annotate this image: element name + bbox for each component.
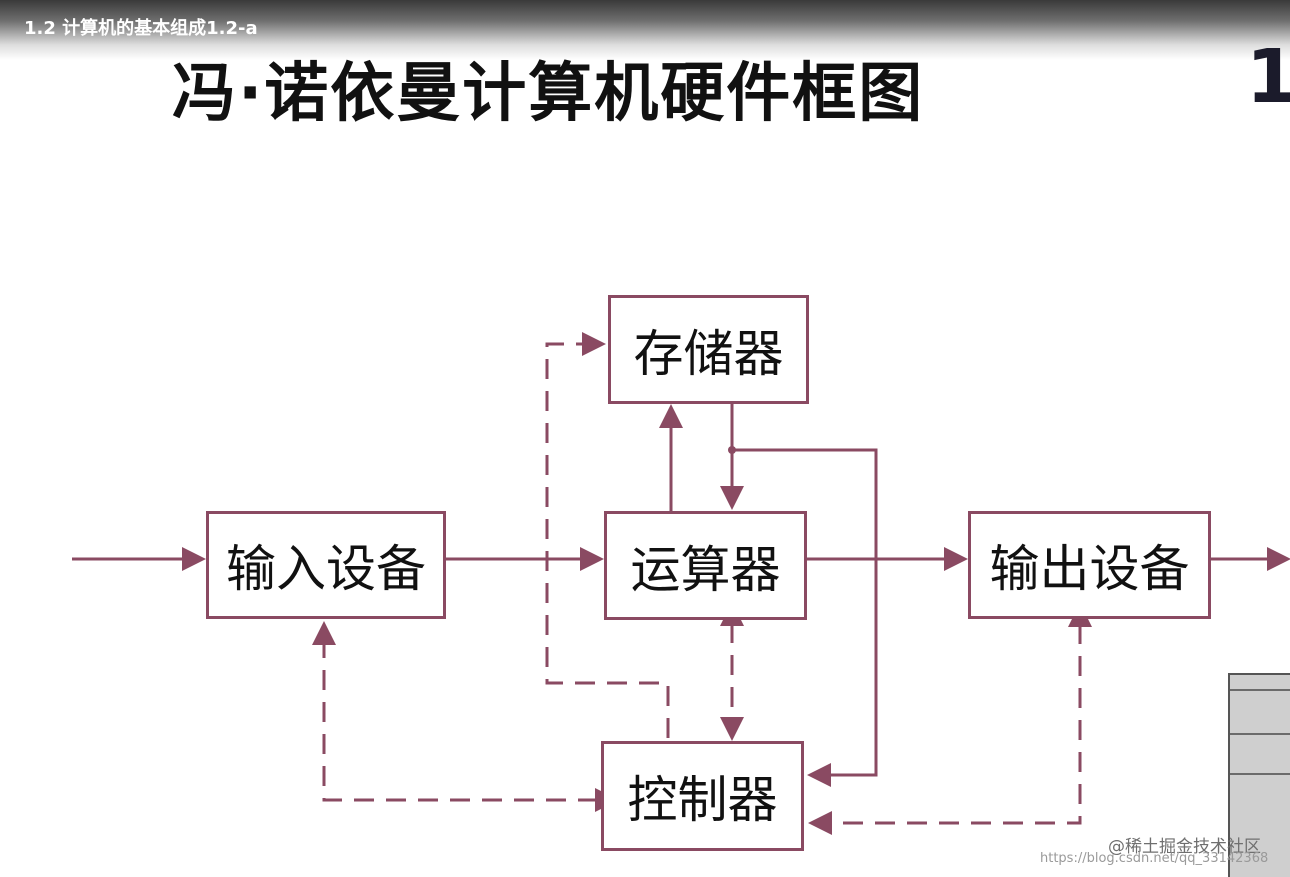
slide-number: 1: [1246, 34, 1290, 120]
watermark-juejin: @稀土掘金技术社区: [1108, 837, 1261, 857]
watermark-csdn: https://blog.csdn.net/qq_33142368: [1040, 851, 1269, 866]
control-unit-box: 控制器: [601, 741, 804, 851]
slide-title: 冯·诺依曼计算机硬件框图: [172, 57, 925, 131]
output-device-box: 输出设备: [968, 511, 1211, 619]
camera-line: [1230, 773, 1290, 775]
camera-line: [1230, 733, 1290, 735]
junction-dot: [728, 446, 736, 454]
memory-box: 存储器: [608, 295, 809, 404]
camera-line: [1230, 689, 1290, 691]
dashed-output-control: [808, 603, 1092, 835]
input-device-box: 输入设备: [206, 511, 446, 619]
video-title-bar: 1.2 计算机的基本组成1.2-a: [0, 0, 1290, 60]
alu-box: 运算器: [604, 511, 807, 620]
video-title: 1.2 计算机的基本组成1.2-a: [24, 18, 258, 39]
camera-overlay: [1228, 673, 1290, 877]
dashed-control-input: [312, 621, 619, 812]
